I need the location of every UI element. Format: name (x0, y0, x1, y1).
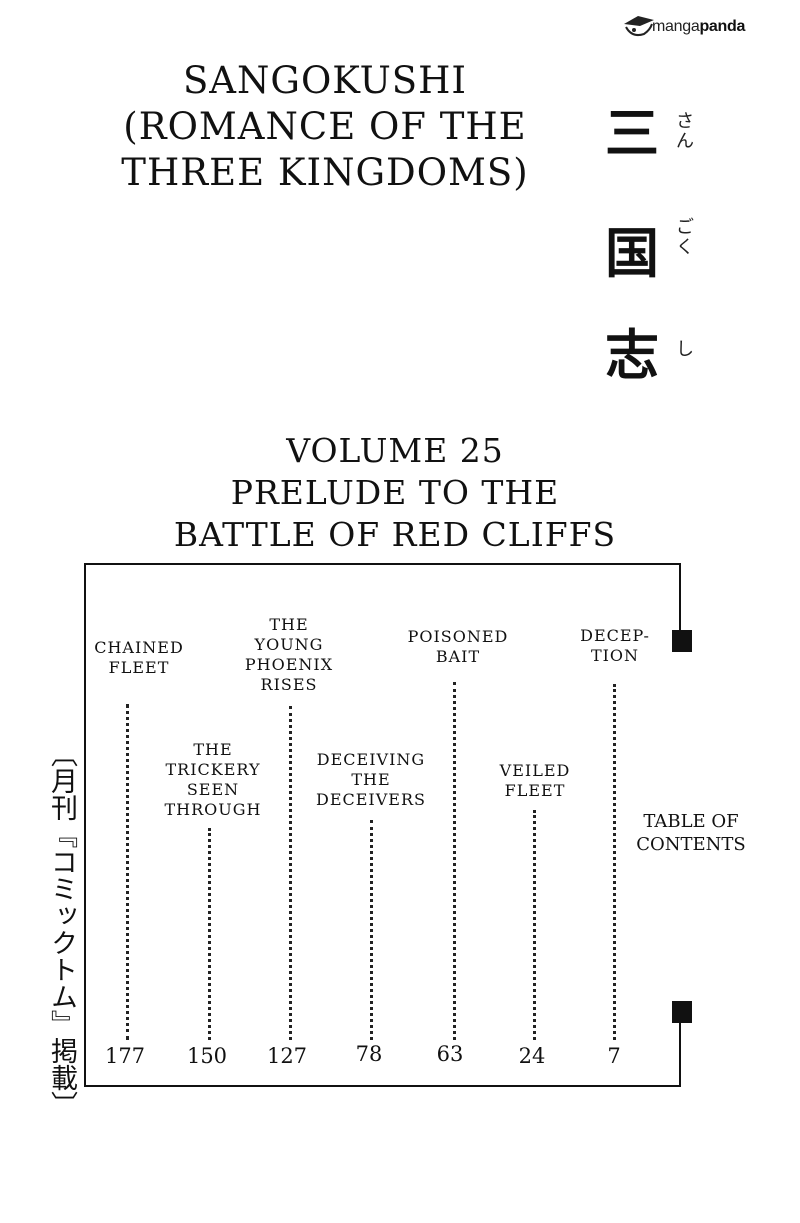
chapter-page-24: 24 (518, 1044, 546, 1068)
volume-number: Volume 25 (286, 431, 504, 470)
chapter-page-150: 150 (186, 1044, 228, 1068)
kanji-goku: 国 (605, 222, 659, 285)
marker-top (672, 630, 692, 652)
chapter-leader (370, 820, 373, 1040)
chapter-leader (533, 810, 536, 1040)
chapter-title-deception: DECEP-TION (580, 626, 650, 665)
chapter-leader (208, 828, 211, 1040)
series-title-line-2: (Romance of the (123, 105, 527, 148)
toc-label: Table of Contents (626, 810, 756, 856)
furigana-goku: ごく (676, 217, 694, 258)
marker-bottom (672, 1001, 692, 1023)
chapter-page-63: 63 (436, 1042, 464, 1066)
chapter-page-127: 127 (266, 1044, 308, 1068)
chapter-page-78: 78 (355, 1042, 383, 1066)
frame-right-bottom (679, 1012, 681, 1087)
volume-subtitle-line-2: Battle of Red Cliffs (173, 515, 617, 554)
toc-label-line-2: Contents (636, 834, 746, 855)
chapter-leader (126, 704, 129, 1040)
series-title-line-1: Sangokushi (182, 59, 468, 102)
furigana-shi: し (676, 339, 694, 360)
watermark-text: mangapanda (652, 18, 746, 35)
kanji-san: 三 (605, 102, 659, 165)
chapter-page-7: 7 (607, 1044, 621, 1068)
furigana-san: さん (676, 111, 694, 152)
serialization-note: 〔月刊『コミックトム』掲載〕 (46, 740, 77, 1118)
panda-logo-icon (624, 16, 654, 37)
chapter-leader (453, 682, 456, 1040)
kanji-shi: 志 (605, 324, 659, 387)
volume-heading: Volume 25 Prelude to the Battle of Red C… (150, 430, 640, 556)
series-title: Sangokushi (Romance of the Three Kingdom… (90, 58, 560, 196)
series-title-line-3: Three Kingdoms) (121, 151, 529, 194)
chapter-leader (289, 706, 292, 1040)
chapter-page-177: 177 (104, 1044, 146, 1068)
mangapanda-watermark: mangapanda (622, 10, 794, 44)
chapter-leader (613, 684, 616, 1040)
volume-subtitle-line-1: Prelude to the (230, 473, 560, 512)
frame-right-top (679, 563, 681, 641)
toc-frame (84, 563, 681, 1087)
toc-label-line-1: Table of (643, 811, 739, 832)
